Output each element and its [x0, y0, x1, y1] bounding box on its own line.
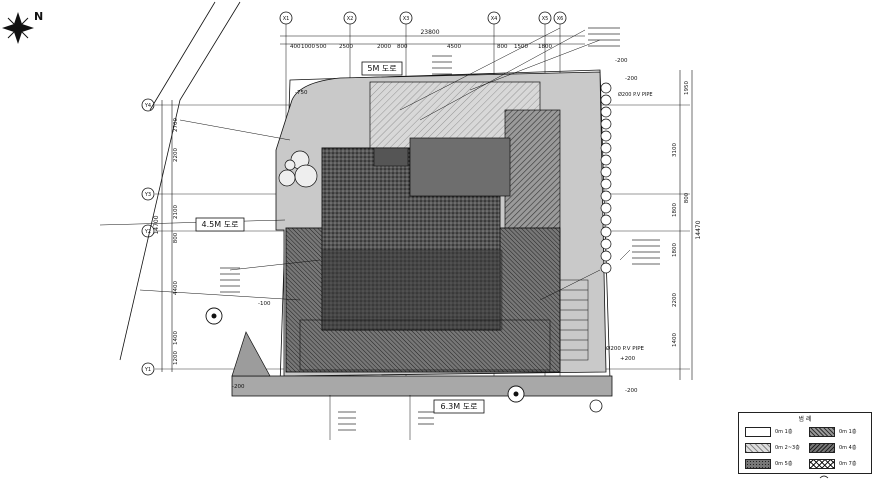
top-dimension-chain: 23800 400 1000 500 2500 2000 800 4500 80…	[280, 29, 585, 50]
level-mark-5: +200	[620, 356, 636, 362]
note-block-top	[432, 27, 620, 75]
level-mark-3: -100	[258, 301, 271, 307]
right-dim-6: 2200	[672, 293, 678, 307]
legend-swatch-dots	[745, 459, 771, 469]
grid-label-x6: X6	[557, 16, 564, 22]
core-block	[321, 249, 503, 331]
legend-label: 0m 7층	[839, 461, 857, 467]
level-mark-4: -200	[232, 384, 245, 390]
level-mark-6: -200	[625, 388, 638, 394]
top-dim-8: 800	[497, 44, 508, 50]
grid-label-x2: X2	[347, 16, 354, 22]
right-dim-5: 1800	[672, 243, 678, 257]
grid-label-x4: X4	[491, 16, 498, 22]
grid-label-x1: X1	[283, 16, 290, 22]
grid-label-y3: Y3	[144, 192, 151, 198]
road-label-bottom: 6.3M 도로	[433, 399, 485, 414]
level-marks: -750 -200 -100 -200 +200 -200 -200	[232, 58, 638, 394]
bottom-walkway	[231, 375, 613, 397]
top-dim-6: 800	[397, 44, 408, 50]
svg-text:6.3M 도로: 6.3M 도로	[441, 402, 478, 411]
left-dim-5: 4400	[173, 281, 179, 295]
left-dim-4: 800	[173, 232, 179, 243]
legend-swatch-white	[745, 427, 771, 437]
left-overall-dimension: 14700	[153, 215, 160, 234]
grid-label-x5: X5	[542, 16, 549, 22]
north-arrow-icon: N	[2, 10, 43, 44]
right-dimension-chain: 14470 1950 3100 1800 800 1800 2200 1400	[672, 70, 702, 380]
corner-mark-icon	[819, 475, 829, 479]
right-dim-4: 800	[684, 192, 690, 203]
right-dim-1: 1950	[684, 81, 690, 95]
top-dim-1: 400	[290, 44, 301, 50]
stair-block	[373, 147, 409, 167]
legend-item: 0m 1층	[809, 425, 869, 439]
legend-title: 범 례	[798, 416, 812, 423]
level-mark-1: -750	[295, 90, 308, 96]
level-mark-7: -200	[615, 58, 628, 64]
left-dim-1: 2700	[173, 118, 179, 132]
right-tree-row	[600, 82, 612, 274]
left-dim-2: 2200	[173, 148, 179, 162]
legend-swatch-dense	[809, 427, 835, 437]
legend-swatch-hatch	[809, 443, 835, 453]
legend-label: 0m 5층	[775, 461, 793, 467]
note-block-right	[632, 239, 660, 265]
legend-item: 0m 7층	[809, 457, 869, 471]
top-dim-3: 500	[316, 44, 327, 50]
right-dim-7: 1400	[672, 333, 678, 347]
legend-swatch-cross	[809, 459, 835, 469]
grid-bubbles-x: X1 X2 X3 X4 X5 X6	[279, 11, 567, 25]
lower-inner-frame	[299, 319, 551, 371]
top-dim-5: 2000	[377, 44, 391, 50]
left-dim-7: 1200	[173, 351, 179, 365]
road-label-left: 4.5M 도로	[195, 217, 245, 232]
legend-item: 0m 4층	[809, 441, 869, 455]
left-dim-6: 1400	[173, 331, 179, 345]
pipe-note-upper: Ø200 P.V PIPE	[618, 91, 653, 98]
svg-text:4.5M 도로: 4.5M 도로	[202, 220, 239, 229]
legend-swatch-light	[745, 443, 771, 453]
top-dim-9: 1500	[514, 44, 528, 50]
note-block-left	[220, 267, 240, 293]
note-block-bottom	[338, 411, 434, 431]
legend-item: 0m 1층	[745, 425, 805, 439]
mid-dark-mass	[409, 137, 511, 197]
left-dim-3: 2100	[173, 205, 179, 219]
grid-label-y4: Y4	[144, 103, 151, 109]
pipe-note-lower: Ø200 P.V PIPE	[606, 345, 645, 352]
legend-label: 0m 1층	[839, 429, 857, 435]
manhole-icon	[205, 307, 603, 413]
top-overall-dimension: 23800	[420, 29, 439, 36]
legend-item: 0m 5층	[745, 457, 805, 471]
left-tree-group	[278, 150, 318, 188]
legend-label: 0m 1층	[775, 429, 793, 435]
grid-label-x3: X3	[403, 16, 410, 22]
road-label-top: 5M 도로	[361, 61, 403, 76]
level-mark-2: -200	[625, 76, 638, 82]
svg-text:N: N	[34, 10, 43, 23]
legend: 범 례 0m 1층 0m 1층 0m 2~3층 0m 4층 0m 5층 0m 7…	[738, 412, 872, 474]
legend-label: 0m 4층	[839, 445, 857, 451]
top-dim-4: 2500	[339, 44, 353, 50]
top-dim-2: 1000	[301, 44, 315, 50]
legend-label: 0m 2~3층	[775, 445, 800, 451]
right-ramp	[559, 279, 589, 361]
leader-lines	[99, 27, 631, 440]
left-dimension-chain: 14700 2700 2200 2100 800 4400 1400 1200	[153, 100, 179, 372]
left-landscape-area	[231, 331, 271, 377]
top-dim-10: 1800	[538, 44, 552, 50]
svg-text:5M 도로: 5M 도로	[367, 64, 396, 73]
grid-label-y1: Y1	[144, 367, 151, 373]
top-dim-7: 4500	[447, 44, 461, 50]
grid-label-y2: Y2	[144, 229, 151, 235]
right-overall-dimension: 14470	[695, 220, 702, 239]
right-dim-2: 3100	[672, 143, 678, 157]
right-dim-3: 1800	[672, 203, 678, 217]
legend-item: 0m 2~3층	[745, 441, 805, 455]
